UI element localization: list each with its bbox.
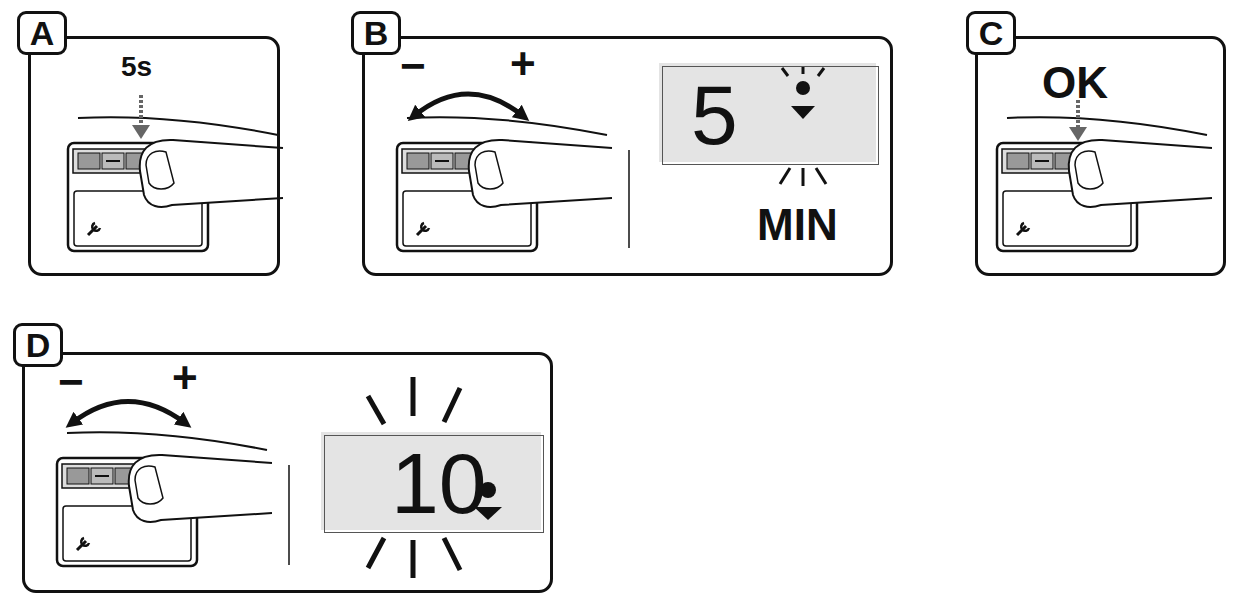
- step-panel: BMIN5: [362, 36, 893, 276]
- display-digit: 5: [691, 73, 738, 157]
- step-tab: C: [966, 11, 1016, 55]
- step-letter: B: [364, 16, 389, 50]
- unit-label: MIN: [757, 203, 838, 247]
- step-letter: D: [26, 328, 51, 362]
- lcd-display: 10: [324, 435, 544, 533]
- duration-label: 5s: [121, 53, 152, 81]
- step-letter: A: [30, 16, 55, 50]
- display-digit: 10: [391, 440, 487, 526]
- plus-sign: +: [172, 356, 198, 400]
- step-tab: A: [17, 11, 67, 55]
- minus-sign: −: [58, 360, 84, 404]
- minus-sign: −: [400, 44, 426, 88]
- plus-sign: +: [510, 42, 536, 86]
- lcd-display: 5: [662, 66, 879, 165]
- step-letter: C: [979, 16, 1004, 50]
- button-label: OK: [1042, 61, 1108, 105]
- step-panel: COK: [975, 36, 1226, 276]
- step-panel: D10: [22, 352, 553, 593]
- step-panel: A5s: [28, 36, 280, 276]
- step-tab: D: [13, 323, 63, 367]
- step-tab: B: [351, 11, 401, 55]
